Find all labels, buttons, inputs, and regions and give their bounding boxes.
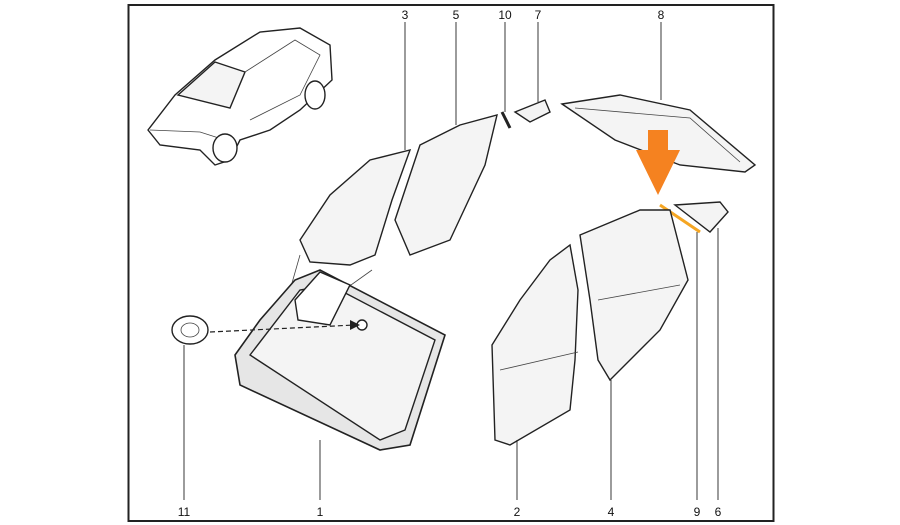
callout-5: 5 — [453, 8, 460, 22]
callout-10: 10 — [498, 8, 512, 22]
part-4-rear-door-glass-right[interactable] — [579, 209, 689, 382]
callout-11: 11 — [178, 505, 191, 519]
part-6-quarter-glass-right[interactable] — [673, 201, 729, 233]
part-7-quarter-glass-left[interactable] — [513, 99, 551, 123]
callout-3: 3 — [402, 8, 409, 22]
part-10-seal[interactable] — [500, 111, 512, 129]
callout-2: 2 — [514, 505, 521, 519]
callout-6: 6 — [715, 505, 722, 519]
highlight-arrow-icon — [636, 130, 680, 195]
part-11-rain-sensor[interactable] — [171, 315, 209, 345]
callout-9: 9 — [694, 505, 701, 519]
callout-1: 1 — [317, 505, 324, 519]
part-3-front-door-glass-left[interactable] — [299, 149, 412, 266]
part-2-front-door-glass-right[interactable] — [491, 243, 579, 446]
callout-4: 4 — [608, 505, 615, 519]
sensor-dashed-arrow — [209, 324, 356, 333]
car-overview-illustration — [147, 27, 333, 166]
part-5-rear-door-glass-left[interactable] — [394, 114, 498, 256]
callout-8: 8 — [658, 8, 665, 22]
callout-7: 7 — [535, 8, 542, 22]
